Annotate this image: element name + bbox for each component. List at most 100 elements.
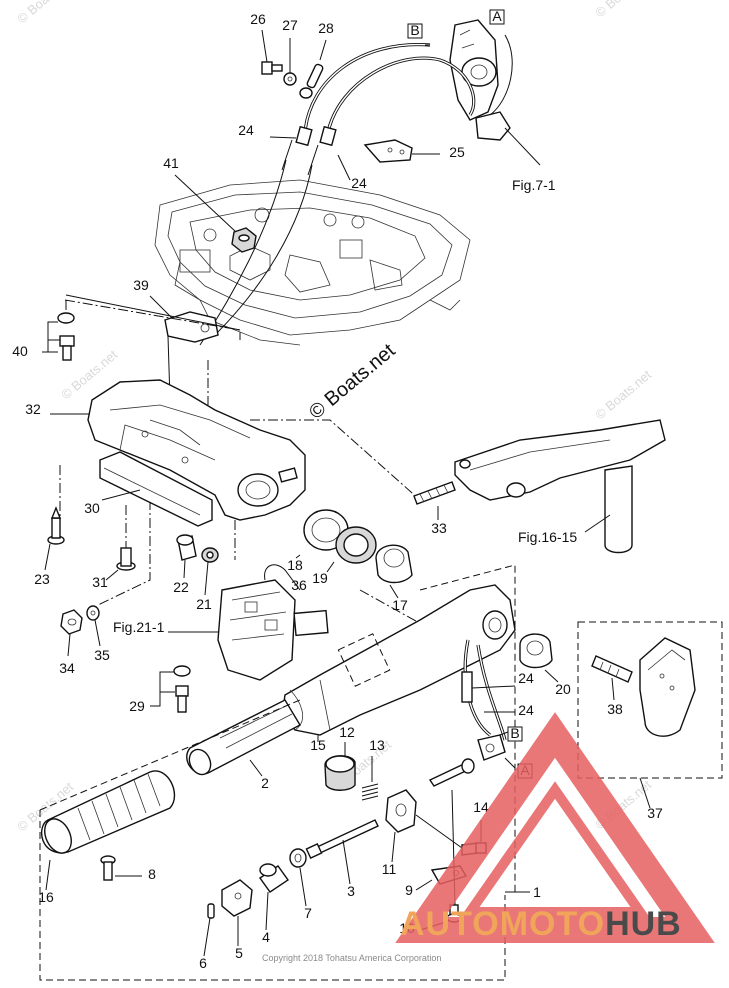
callout-number: 37 <box>647 805 663 821</box>
stud-38 <box>591 655 633 701</box>
connector-box: B <box>407 22 423 39</box>
callout-layer: 1234567891011121314151617181920212223242… <box>12 11 663 971</box>
logo-text-automoto: AUTOMOTO <box>400 905 605 943</box>
figure-reference: Fig.21-1 <box>113 619 165 635</box>
callout-number: 28 <box>318 20 334 36</box>
callout-number: 24 <box>351 175 367 191</box>
callout-number: 34 <box>59 660 75 676</box>
logo-text-hub: HUB <box>605 905 682 943</box>
logo-triangle <box>395 712 715 943</box>
svg-text:B: B <box>510 725 519 741</box>
figure-reference: Fig.7-1 <box>512 177 556 193</box>
svg-text:B: B <box>410 22 419 38</box>
svg-text:AUTOMOTOHUB: AUTOMOTOHUB <box>400 905 682 943</box>
callout-number: 38 <box>607 701 623 717</box>
callout-number: 32 <box>25 401 41 417</box>
callout-number: 6 <box>199 955 207 971</box>
callout-number: 25 <box>449 144 465 160</box>
nut-41 <box>174 174 257 253</box>
callout-number: 35 <box>94 647 110 663</box>
pin-28 <box>299 39 327 99</box>
pin-6 <box>203 903 215 957</box>
callout-number: 29 <box>129 698 145 714</box>
bolt-29 <box>150 665 191 713</box>
callout-number: 24 <box>518 702 534 718</box>
callout-number: 13 <box>369 737 385 753</box>
switch-box <box>168 564 329 681</box>
cap-20 <box>519 633 559 683</box>
callout-number: 26 <box>250 11 266 27</box>
callout-number: 40 <box>12 343 28 359</box>
bushing-7 <box>289 848 307 907</box>
bushing-22 <box>176 534 197 579</box>
callout-number: 23 <box>34 571 50 587</box>
automotohub-logo: AUTOMOTOHUB <box>395 712 715 943</box>
copyright-text: Copyright 2018 Tohatsu America Corporati… <box>262 953 441 963</box>
swivel-bracket <box>454 419 666 554</box>
connector-box: B <box>507 725 523 742</box>
svg-text:A: A <box>492 8 502 24</box>
callout-number: 9 <box>405 882 413 898</box>
connector-box: A <box>489 8 505 25</box>
callout-number: 16 <box>38 889 54 905</box>
collar-17 <box>375 544 413 599</box>
bolt-26 <box>261 29 283 75</box>
callout-number: 27 <box>282 17 298 33</box>
steering-bracket-assembly <box>449 19 541 166</box>
callout-number: 14 <box>473 799 489 815</box>
rod-3 <box>305 819 379 885</box>
tiller-arm-15 <box>281 584 516 742</box>
callout-number: 4 <box>262 929 270 945</box>
screw-23 <box>44 506 65 571</box>
throttle-shaft-2 <box>186 699 301 777</box>
callout-number: 1 <box>533 884 541 900</box>
washer-35 <box>86 605 101 647</box>
stud-33 <box>413 481 456 520</box>
friction-knob-12 <box>324 742 356 791</box>
callout-number: 17 <box>392 597 408 613</box>
callout-number: 2 <box>261 775 269 791</box>
callout-number: 30 <box>84 500 100 516</box>
logo-triangle-inner <box>460 781 650 917</box>
grip-16 <box>40 770 176 891</box>
watermark-tile: © Boats.net <box>14 0 76 26</box>
watermark-center: © Boats.net <box>305 339 400 423</box>
callout-number: 8 <box>148 866 156 882</box>
screw-31 <box>105 547 136 581</box>
callout-number: 24 <box>238 122 254 138</box>
callout-number: 19 <box>312 570 328 586</box>
ring-19 <box>326 526 377 573</box>
callout-number: 41 <box>163 155 179 171</box>
watermark-tile: © Boats.net <box>592 367 654 423</box>
callout-number: 3 <box>347 883 355 899</box>
callout-number: 15 <box>310 737 326 753</box>
callout-number: 12 <box>339 724 355 740</box>
callout-number: 33 <box>431 520 447 536</box>
end-cap-37 <box>639 637 696 737</box>
block-11 <box>385 789 417 863</box>
watermark-tile: © Boats.net <box>592 0 654 20</box>
callout-number: 39 <box>133 277 149 293</box>
handle-bracket-32 <box>50 379 306 521</box>
callout-number: 20 <box>555 681 571 697</box>
callout-number: 21 <box>196 596 212 612</box>
block-5 <box>221 879 253 946</box>
washer-27 <box>283 38 297 86</box>
callout-number: 18 <box>287 557 303 573</box>
callout-number: 36 <box>291 577 307 593</box>
spring-13 <box>361 756 379 801</box>
sleeve-4 <box>259 863 289 931</box>
screw-8 <box>100 855 142 881</box>
grip-37-frame <box>577 621 723 809</box>
callout-number: 5 <box>235 945 243 961</box>
washer-21 <box>201 547 219 596</box>
callout-number: 7 <box>304 905 312 921</box>
callout-number: 22 <box>173 579 189 595</box>
callout-number: 11 <box>382 861 397 877</box>
bolt-40 <box>42 294 241 361</box>
callout-number: 31 <box>92 574 108 590</box>
plate-30 <box>99 451 213 527</box>
figure-reference: Fig.16-15 <box>518 529 577 545</box>
